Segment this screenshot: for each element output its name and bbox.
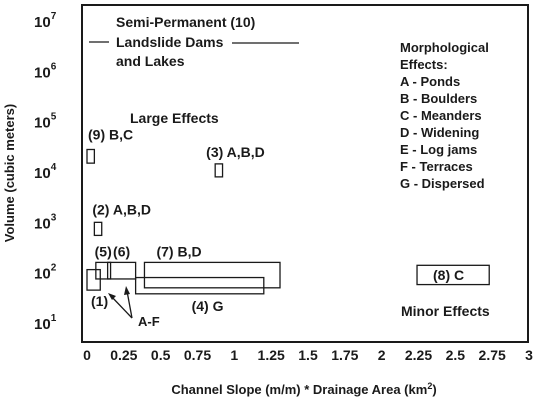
x-tick-label: 1: [230, 347, 238, 363]
region-label-8: (8) C: [433, 267, 464, 283]
y-tick-label: 107: [34, 11, 57, 31]
region-label-6: (6): [113, 243, 130, 259]
a-f-arrows: [108, 286, 133, 319]
y-tick-exp: 4: [51, 162, 57, 173]
y-tick-base: 10: [34, 14, 51, 31]
a-f-label: A-F: [138, 314, 160, 329]
regions: [86, 148, 490, 295]
legend: Morphological Effects: A - Ponds B - Boul…: [400, 40, 489, 191]
legend-item: G - Dispersed: [400, 176, 485, 191]
y-tick-exp: 1: [51, 313, 57, 324]
x-axis-label-sup: 2: [427, 381, 432, 391]
region-box-6: [106, 261, 137, 280]
x-tick-labels: 0 0.25 0.5 0.75 1 1.25 1.5 1.75 2 2.25 2.5 2.75 3: [83, 347, 533, 363]
x-tick-label: 2.75: [479, 347, 506, 363]
y-tick-exp: 5: [51, 112, 57, 123]
x-tick-label: 0.75: [184, 347, 211, 363]
region-labels: (1) (5)(6) (7) B,D (4) G (8) C (2) A,B,D (9) B…: [88, 126, 464, 313]
region-box-7: [143, 261, 281, 289]
region-label-5: (5): [95, 243, 112, 259]
plot-frame: [81, 4, 529, 343]
semi-permanent-line-2: Landslide Dams: [116, 34, 224, 50]
region-label-9: (9) B,C: [88, 126, 133, 142]
region-box-4: [134, 276, 265, 295]
x-tick-label: 0.25: [110, 347, 137, 363]
legend-item: F - Terraces: [400, 159, 473, 174]
region-label-3: (3) A,B,D: [206, 144, 265, 160]
large-effects-label: Large Effects: [130, 110, 219, 126]
region-box-9: [86, 148, 96, 164]
x-tick-label: 1.75: [331, 347, 358, 363]
legend-title-line-1: Morphological: [400, 40, 489, 55]
x-axis-label-close: ): [432, 382, 436, 397]
y-tick-exp: 6: [51, 61, 57, 72]
a-f-arrow-line-1: [109, 294, 133, 319]
region-label-1: (1): [91, 293, 108, 309]
region-label-4: (4) G: [192, 298, 224, 314]
minor-effects-label: Minor Effects: [401, 303, 490, 319]
region-box-8: [416, 264, 490, 286]
legend-item: C - Meanders: [400, 108, 482, 123]
semi-permanent-annotation: Semi-Permanent (10) Landslide Dams and L…: [89, 14, 299, 69]
y-tick-label: 104: [34, 162, 57, 182]
y-axis-label: Volume (cubic meters): [2, 104, 17, 242]
a-f-arrow-line-2: [126, 290, 133, 319]
region-label-2: (2) A,B,D: [92, 201, 151, 217]
x-tick-label: 0: [83, 347, 91, 363]
y-tick-base: 10: [34, 64, 51, 81]
region-box-1: [86, 268, 101, 291]
x-tick-label: 1.5: [298, 347, 318, 363]
legend-title-line-2: Effects:: [400, 57, 448, 72]
region-box-2: [93, 221, 103, 237]
region-box-5: [95, 261, 112, 280]
region-box-3: [214, 163, 224, 178]
a-f-arrowhead-2: [124, 286, 130, 295]
legend-item: D - Widening: [400, 125, 479, 140]
y-tick-label: 106: [34, 61, 57, 81]
semi-permanent-line-3: and Lakes: [116, 53, 185, 69]
y-tick-exp: 7: [51, 11, 57, 22]
x-tick-label: 0.5: [151, 347, 171, 363]
semi-permanent-line-1: Semi-Permanent (10): [116, 14, 255, 30]
y-tick-base: 10: [34, 165, 51, 182]
legend-items: A - Ponds B - Boulders C - Meanders D - Wid…: [400, 74, 485, 191]
y-tick-base: 10: [34, 215, 51, 232]
y-tick-label: 105: [34, 112, 57, 132]
y-tick-label: 101: [34, 313, 57, 333]
x-tick-label: 2: [378, 347, 386, 363]
y-tick-exp: 3: [51, 212, 57, 223]
y-tick-label: 102: [34, 263, 57, 283]
x-tick-label: 2.25: [405, 347, 432, 363]
a-f-arrowhead-1: [108, 293, 116, 300]
legend-item: B - Boulders: [400, 91, 477, 106]
y-tick-exp: 2: [51, 263, 57, 274]
x-tick-label: 1.25: [258, 347, 285, 363]
x-tick-label: 2.5: [446, 347, 466, 363]
legend-item: E - Log jams: [400, 142, 477, 157]
x-tick-label: 3: [525, 347, 533, 363]
y-tick-base: 10: [34, 115, 51, 132]
x-axis-label-main: Channel Slope (m/m) * Drainage Area (km: [171, 382, 427, 397]
y-tick-label: 103: [34, 212, 57, 232]
x-axis-label: Channel Slope (m/m) * Drainage Area (km2…: [171, 381, 436, 397]
region-label-7: (7) B,D: [156, 243, 201, 259]
y-tick-base: 10: [34, 316, 51, 333]
legend-item: A - Ponds: [400, 74, 460, 89]
y-tick-base: 10: [34, 266, 51, 283]
